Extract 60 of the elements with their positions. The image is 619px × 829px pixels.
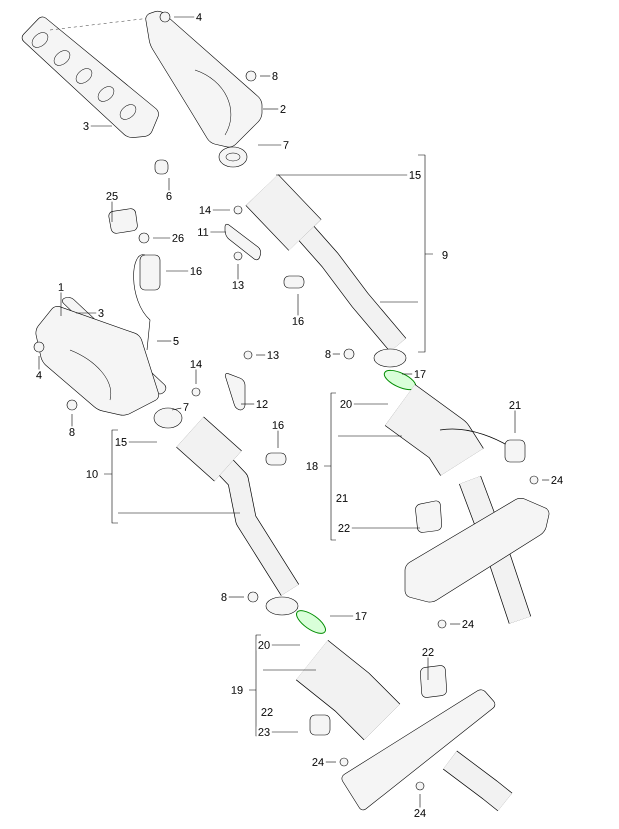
callout-number: 20 (256, 640, 272, 650)
callout-number: 4 (194, 12, 204, 22)
callout-number: 21 (334, 492, 350, 504)
callout-number: 5 (171, 336, 181, 346)
callout-number: 22 (259, 706, 275, 718)
callout-number: 4 (34, 370, 44, 380)
callout-number: 8 (67, 426, 77, 438)
leader-line (156, 340, 172, 342)
callout-number: 14 (197, 204, 213, 216)
callout-number: 6 (164, 190, 174, 202)
callout-number: 8 (219, 592, 229, 602)
callout-number: 21 (507, 400, 523, 410)
callout-number: 7 (181, 402, 191, 412)
callout-number: 25 (104, 190, 120, 202)
callout-number: 8 (270, 70, 280, 82)
callout-number: 22 (420, 646, 436, 658)
callout-number: 8 (323, 348, 333, 360)
callout-number: 10 (84, 468, 100, 480)
callout-number: 15 (407, 170, 423, 180)
callout-number: 11 (196, 226, 210, 238)
callout-number: 23 (256, 726, 272, 738)
leader-line (172, 408, 182, 410)
callout-number: 13 (230, 280, 246, 290)
callout-number: 7 (281, 140, 291, 150)
leader-line (514, 410, 516, 434)
callout-number: 19 (229, 684, 245, 696)
callout-number: 15 (113, 436, 129, 448)
callout-number: 24 (412, 808, 428, 818)
callout-number: 3 (96, 308, 106, 318)
callout-number: 17 (412, 368, 428, 380)
callout-number: 13 (265, 350, 281, 360)
leader-line (168, 178, 170, 191)
callout-number: 20 (338, 398, 354, 410)
leader-line (228, 596, 244, 598)
leader-line (256, 354, 266, 356)
callout-number: 22 (336, 522, 352, 534)
callout-number: 1 (56, 282, 66, 292)
callout-number: 16 (290, 316, 306, 326)
leader-line (60, 292, 62, 316)
leader-line (166, 270, 188, 272)
leader-line (174, 16, 195, 18)
callout-number: 26 (170, 232, 186, 244)
leader-line (38, 356, 40, 370)
callout-number: 24 (549, 474, 565, 486)
leader-line (262, 108, 279, 110)
leader-line (276, 174, 408, 176)
callout-number: 16 (188, 266, 204, 276)
callout-number: 18 (304, 460, 320, 472)
callout-number: 17 (353, 610, 369, 622)
callout-number: 9 (440, 250, 450, 260)
callout-number: 24 (310, 756, 326, 768)
callout-number: 24 (460, 618, 476, 630)
leader-line (76, 312, 97, 314)
callout-number: 12 (254, 398, 270, 410)
callout-number: 16 (270, 420, 286, 430)
callout-number: 3 (81, 120, 91, 132)
leader-line (258, 144, 282, 146)
callout-number: 2 (278, 104, 288, 114)
leader-line (272, 644, 300, 646)
callout-number: 14 (188, 358, 204, 370)
